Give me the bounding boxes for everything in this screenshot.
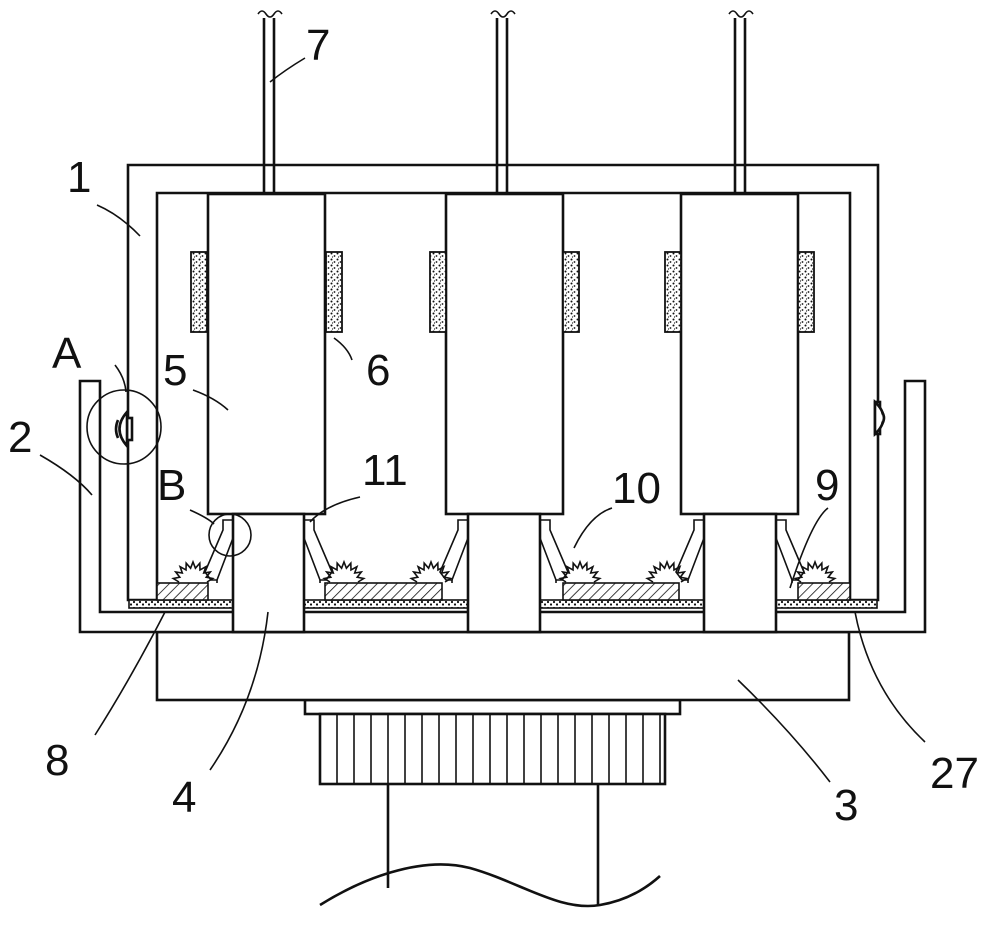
labels: 1 2 3 4 5 6 7 8 9 10 11 27 A B bbox=[8, 21, 979, 830]
rods bbox=[257, 10, 754, 195]
label-5: 5 bbox=[163, 346, 187, 395]
hatched-plates bbox=[156, 582, 851, 601]
label-9: 9 bbox=[815, 461, 839, 510]
gears bbox=[171, 559, 837, 583]
clip bbox=[439, 519, 469, 581]
label-10: 10 bbox=[612, 464, 661, 513]
friction-pad bbox=[664, 251, 682, 333]
clip bbox=[539, 519, 569, 581]
friction-pad bbox=[429, 251, 447, 333]
clip bbox=[675, 519, 705, 581]
label-11: 11 bbox=[362, 446, 408, 495]
gear bbox=[322, 559, 366, 583]
label-a: A bbox=[52, 329, 82, 378]
support-column bbox=[319, 785, 661, 908]
detail-circle-b bbox=[208, 513, 252, 557]
slots bbox=[231, 512, 778, 634]
friction-pad bbox=[562, 251, 580, 333]
leader-lines bbox=[39, 57, 926, 783]
gear bbox=[793, 559, 837, 583]
label-4: 4 bbox=[172, 773, 196, 822]
label-3: 3 bbox=[834, 781, 858, 830]
label-1: 1 bbox=[67, 153, 91, 202]
friction-pads bbox=[190, 251, 815, 333]
blocks bbox=[206, 192, 800, 516]
outer-tray bbox=[78, 379, 927, 634]
label-6: 6 bbox=[366, 346, 390, 395]
label-8: 8 bbox=[45, 736, 69, 785]
gear bbox=[558, 559, 602, 583]
clips bbox=[204, 519, 805, 583]
detail-circle-a bbox=[86, 389, 162, 465]
label-27: 27 bbox=[930, 749, 979, 798]
label-b: B bbox=[157, 461, 186, 510]
friction-pad bbox=[190, 251, 208, 333]
side-bumpers bbox=[114, 398, 886, 450]
friction-pad bbox=[797, 251, 815, 333]
label-2: 2 bbox=[8, 413, 32, 462]
gear bbox=[409, 559, 453, 583]
base-plate bbox=[155, 630, 851, 702]
clip bbox=[204, 519, 234, 581]
friction-pad bbox=[325, 251, 343, 333]
gear bbox=[171, 559, 215, 583]
ribbed-hub bbox=[303, 698, 682, 786]
clip bbox=[775, 519, 805, 581]
clip bbox=[303, 519, 333, 581]
label-7: 7 bbox=[306, 21, 330, 70]
gear bbox=[645, 559, 689, 583]
